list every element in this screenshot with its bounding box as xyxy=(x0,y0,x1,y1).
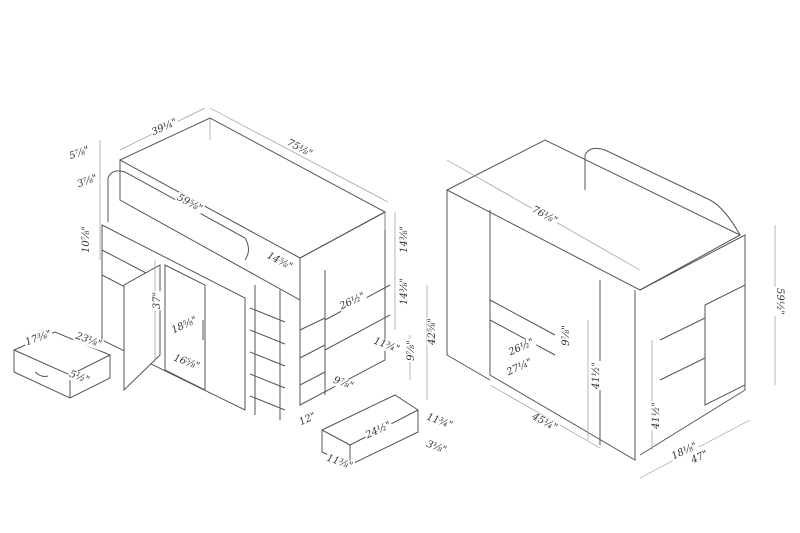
dim-label: 41½" xyxy=(591,360,603,391)
dim-label: 42⅝" xyxy=(427,316,439,347)
dim-label: 10⅞" xyxy=(81,224,93,255)
dim-label: 14⅜" xyxy=(399,276,411,307)
left-shelves xyxy=(299,270,391,395)
left-ladder xyxy=(249,285,286,420)
dim-label: 41½" xyxy=(651,400,663,431)
dim-label: 9⅞" xyxy=(405,339,417,362)
left-bed-frame xyxy=(107,117,387,406)
left-cabinet xyxy=(101,224,246,411)
dim-label: 59½" xyxy=(774,286,786,317)
dim-label: 14⅜" xyxy=(399,224,411,255)
dim-label: 37" xyxy=(152,290,164,311)
right-bed-frame xyxy=(445,139,746,461)
dim-label: 9⅞" xyxy=(560,324,572,347)
